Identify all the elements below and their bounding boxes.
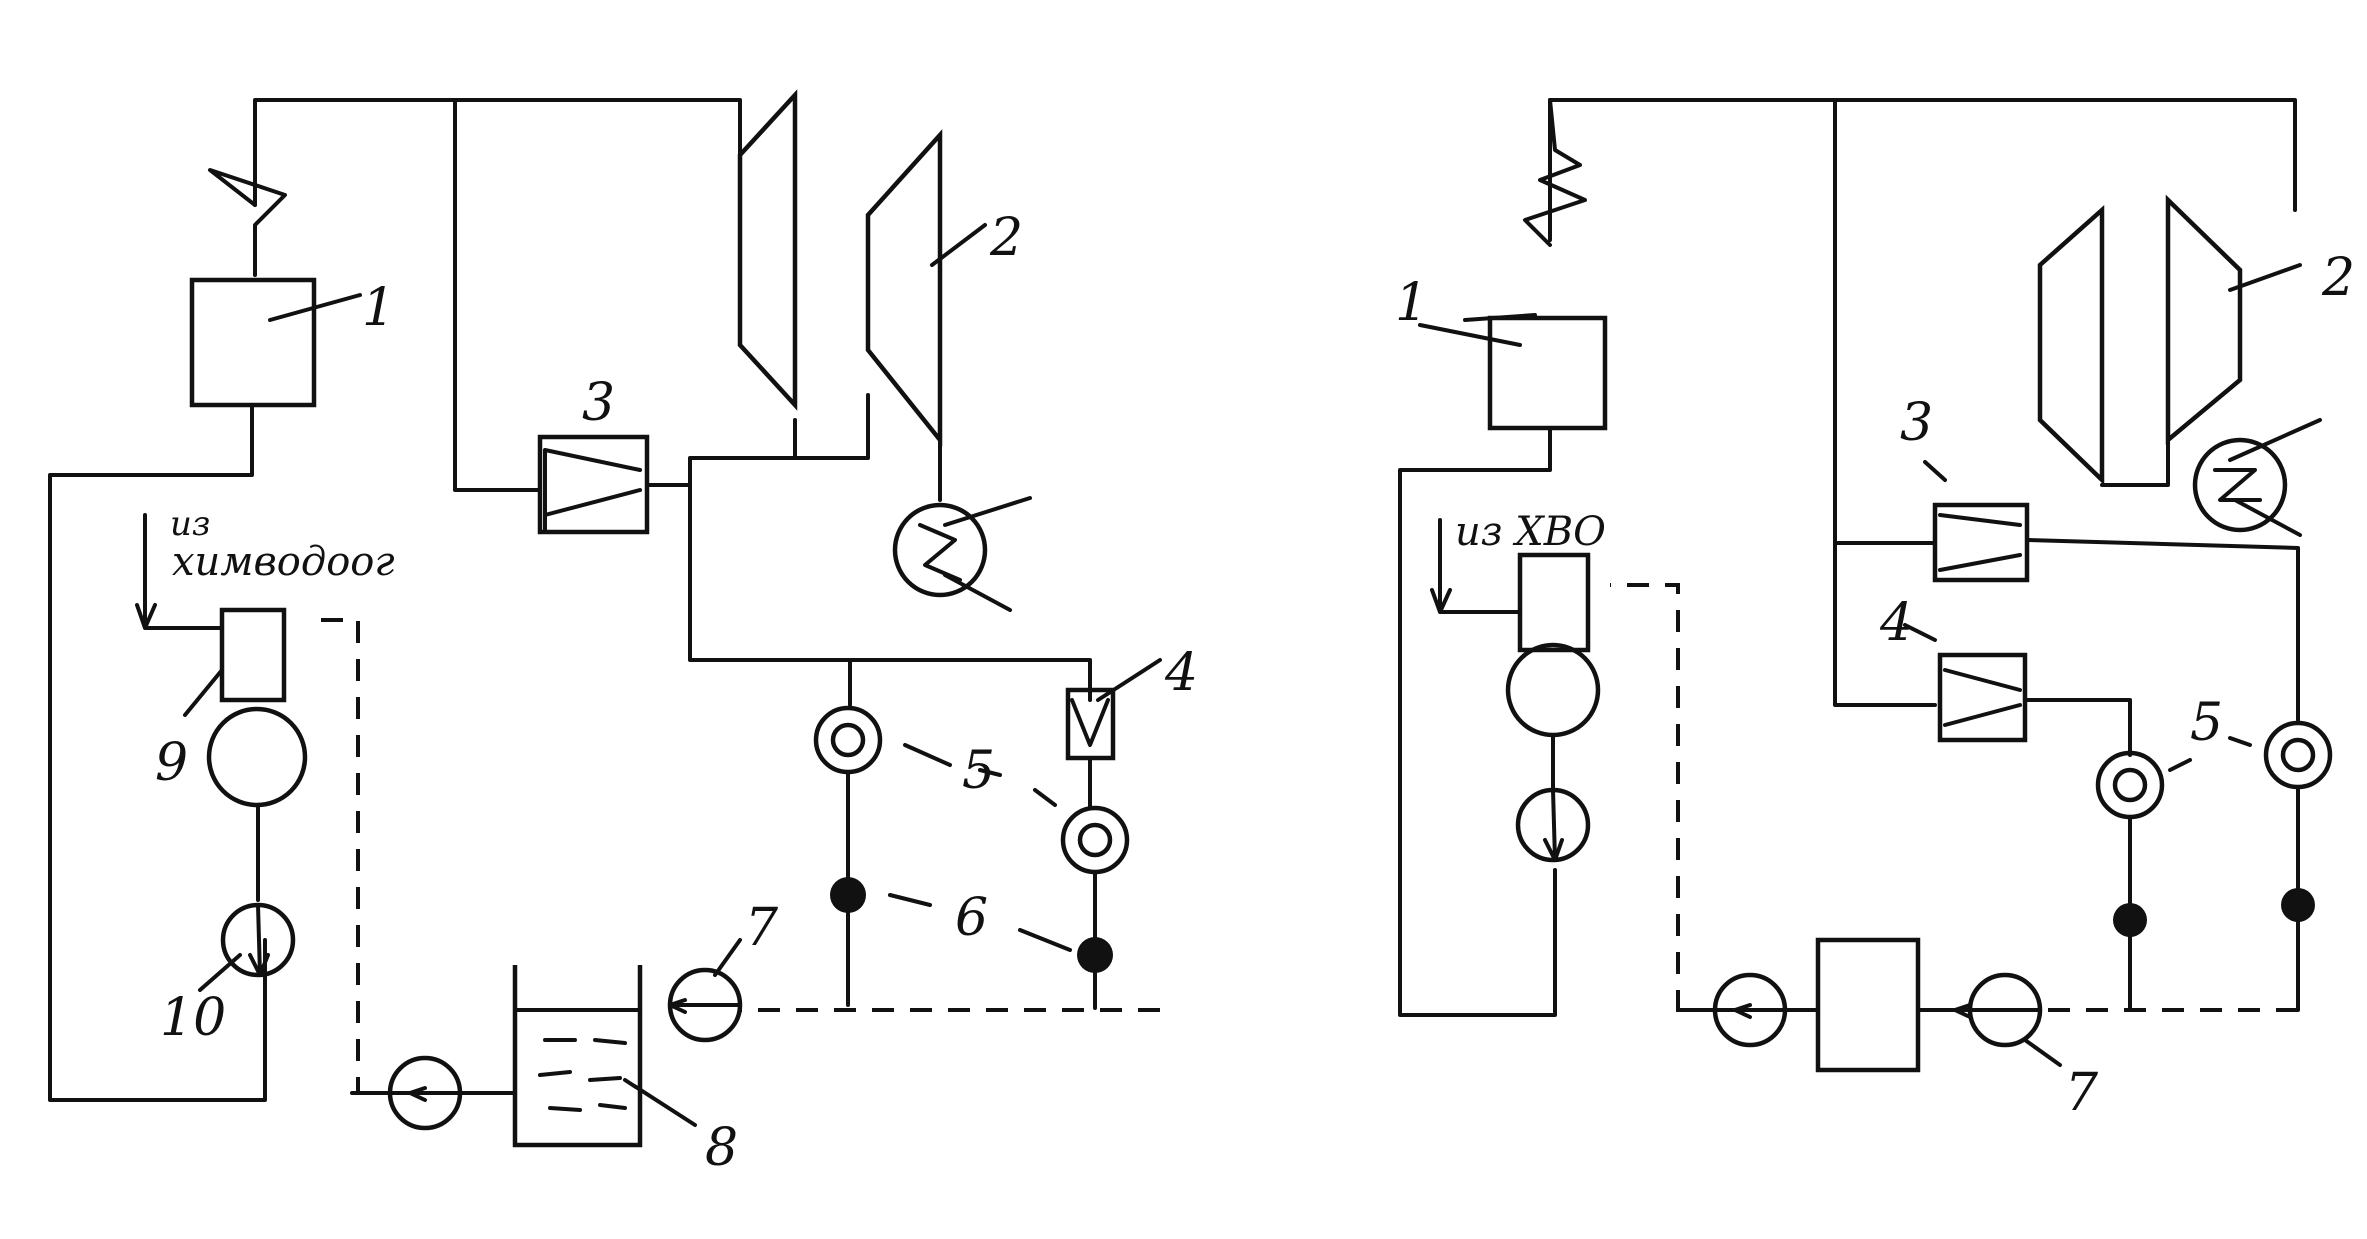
left-crossover: [793, 393, 870, 460]
right-label-3: 3: [1900, 393, 1933, 453]
right-leader-1: [1418, 323, 1522, 347]
right-tank: [1815, 937, 1921, 1073]
left-leader-7: [713, 938, 742, 977]
left-deaerator-tank: [206, 706, 308, 808]
left-inlet-arrow: [135, 513, 224, 630]
left-leader-8: [623, 1078, 697, 1127]
right-condenser: [2192, 437, 2288, 533]
left-label-1: 1: [362, 278, 395, 338]
left-condenser-coil: [918, 496, 1032, 612]
right-heater-4: [1937, 652, 2028, 743]
left-trap-6a: [830, 877, 866, 913]
right-leader-5: [2168, 736, 2252, 772]
right-deaerator-column: [1517, 552, 1591, 653]
right-trap-a: [2113, 903, 2147, 937]
left-label-9: 9: [155, 733, 188, 793]
left-inlet-line2: химводоог: [172, 539, 395, 585]
left-leader-2: [930, 223, 987, 267]
left-leader-4: [1096, 658, 1162, 702]
right-heater-3: [1932, 502, 2030, 583]
left-leader-10: [198, 953, 242, 992]
right-diagram: 1 2 3 4 5: [1395, 98, 2355, 1123]
left-heater-3-tubes: [543, 448, 642, 532]
right-label-2: 2: [2321, 248, 2355, 308]
left-label-5: 5: [962, 741, 995, 801]
left-steam-pipe: [253, 98, 742, 312]
left-heater-3-outlet: [645, 456, 797, 487]
left-diagram: 1 2 3 4 5: [48, 89, 1198, 1178]
left-leader-9: [183, 668, 224, 717]
right-feed-line: [1398, 426, 1557, 1017]
right-turbine-lp: [2165, 194, 2243, 445]
right-extraction-line: [1833, 98, 1937, 707]
left-trap-6b: [1077, 937, 1113, 973]
right-label-5: 5: [2190, 693, 2223, 753]
left-tank-water: [538, 1038, 627, 1112]
right-condenser-coil: [2213, 418, 2322, 537]
right-leader-3: [1923, 460, 1947, 482]
left-dashed-to-deaerator: [310, 618, 360, 1095]
left-extraction-line: [453, 98, 542, 492]
left-turbine-lp: [865, 129, 943, 447]
right-leader-7: [2023, 1038, 2062, 1067]
left-turbine-hp: [737, 89, 798, 411]
left-heater-4-tubes: [1070, 698, 1110, 747]
left-label-2: 2: [989, 208, 1023, 268]
left-leader-6: [888, 893, 1072, 952]
left-label-6: 6: [955, 888, 988, 948]
right-heater-3-outlet: [2025, 538, 2300, 722]
left-leader-5: [903, 743, 1057, 807]
left-label-10: 10: [160, 988, 226, 1048]
right-label-1: 1: [1395, 273, 1428, 333]
left-label-4: 4: [1164, 643, 1198, 703]
right-superheater-coil: [1523, 98, 1587, 247]
right-inlet-label: из ХВО: [1455, 509, 1606, 555]
right-leader-4: [1903, 623, 1937, 642]
left-deaerator-column: [219, 607, 287, 703]
right-turbine-hp: [2037, 204, 2105, 486]
left-inlet-line1: из: [170, 504, 210, 544]
left-label-3: 3: [582, 373, 615, 433]
right-label-7: 7: [2065, 1063, 2099, 1123]
right-trap-b: [2281, 888, 2315, 922]
left-consumer-5a: [813, 705, 883, 775]
right-label-4: 4: [1879, 593, 1913, 653]
left-label-7: 7: [745, 898, 779, 958]
left-label-8: 8: [705, 1118, 738, 1178]
right-steam-pipe: [1548, 98, 2297, 242]
left-leader-1: [268, 293, 362, 322]
right-leader-2: [2228, 263, 2302, 292]
left-condenser: [892, 502, 988, 598]
left-tank-8: [512, 965, 643, 1148]
right-consumer-5a: [2095, 750, 2165, 820]
right-inlet-arrow: [1430, 518, 1522, 614]
left-boiler: [189, 277, 317, 408]
left-superheater-coil: [208, 168, 287, 277]
left-consumer-5b: [1060, 805, 1130, 875]
left-header: [688, 483, 1092, 702]
right-deaerator-tank: [1505, 642, 1601, 738]
right-consumer-5b: [2263, 720, 2333, 790]
right-heater-4-outlet: [2023, 698, 2132, 757]
left-feed-line: [48, 403, 267, 1102]
right-boiler: [1487, 315, 1608, 431]
right-dashed-to-deaerator: [1610, 583, 1680, 1012]
